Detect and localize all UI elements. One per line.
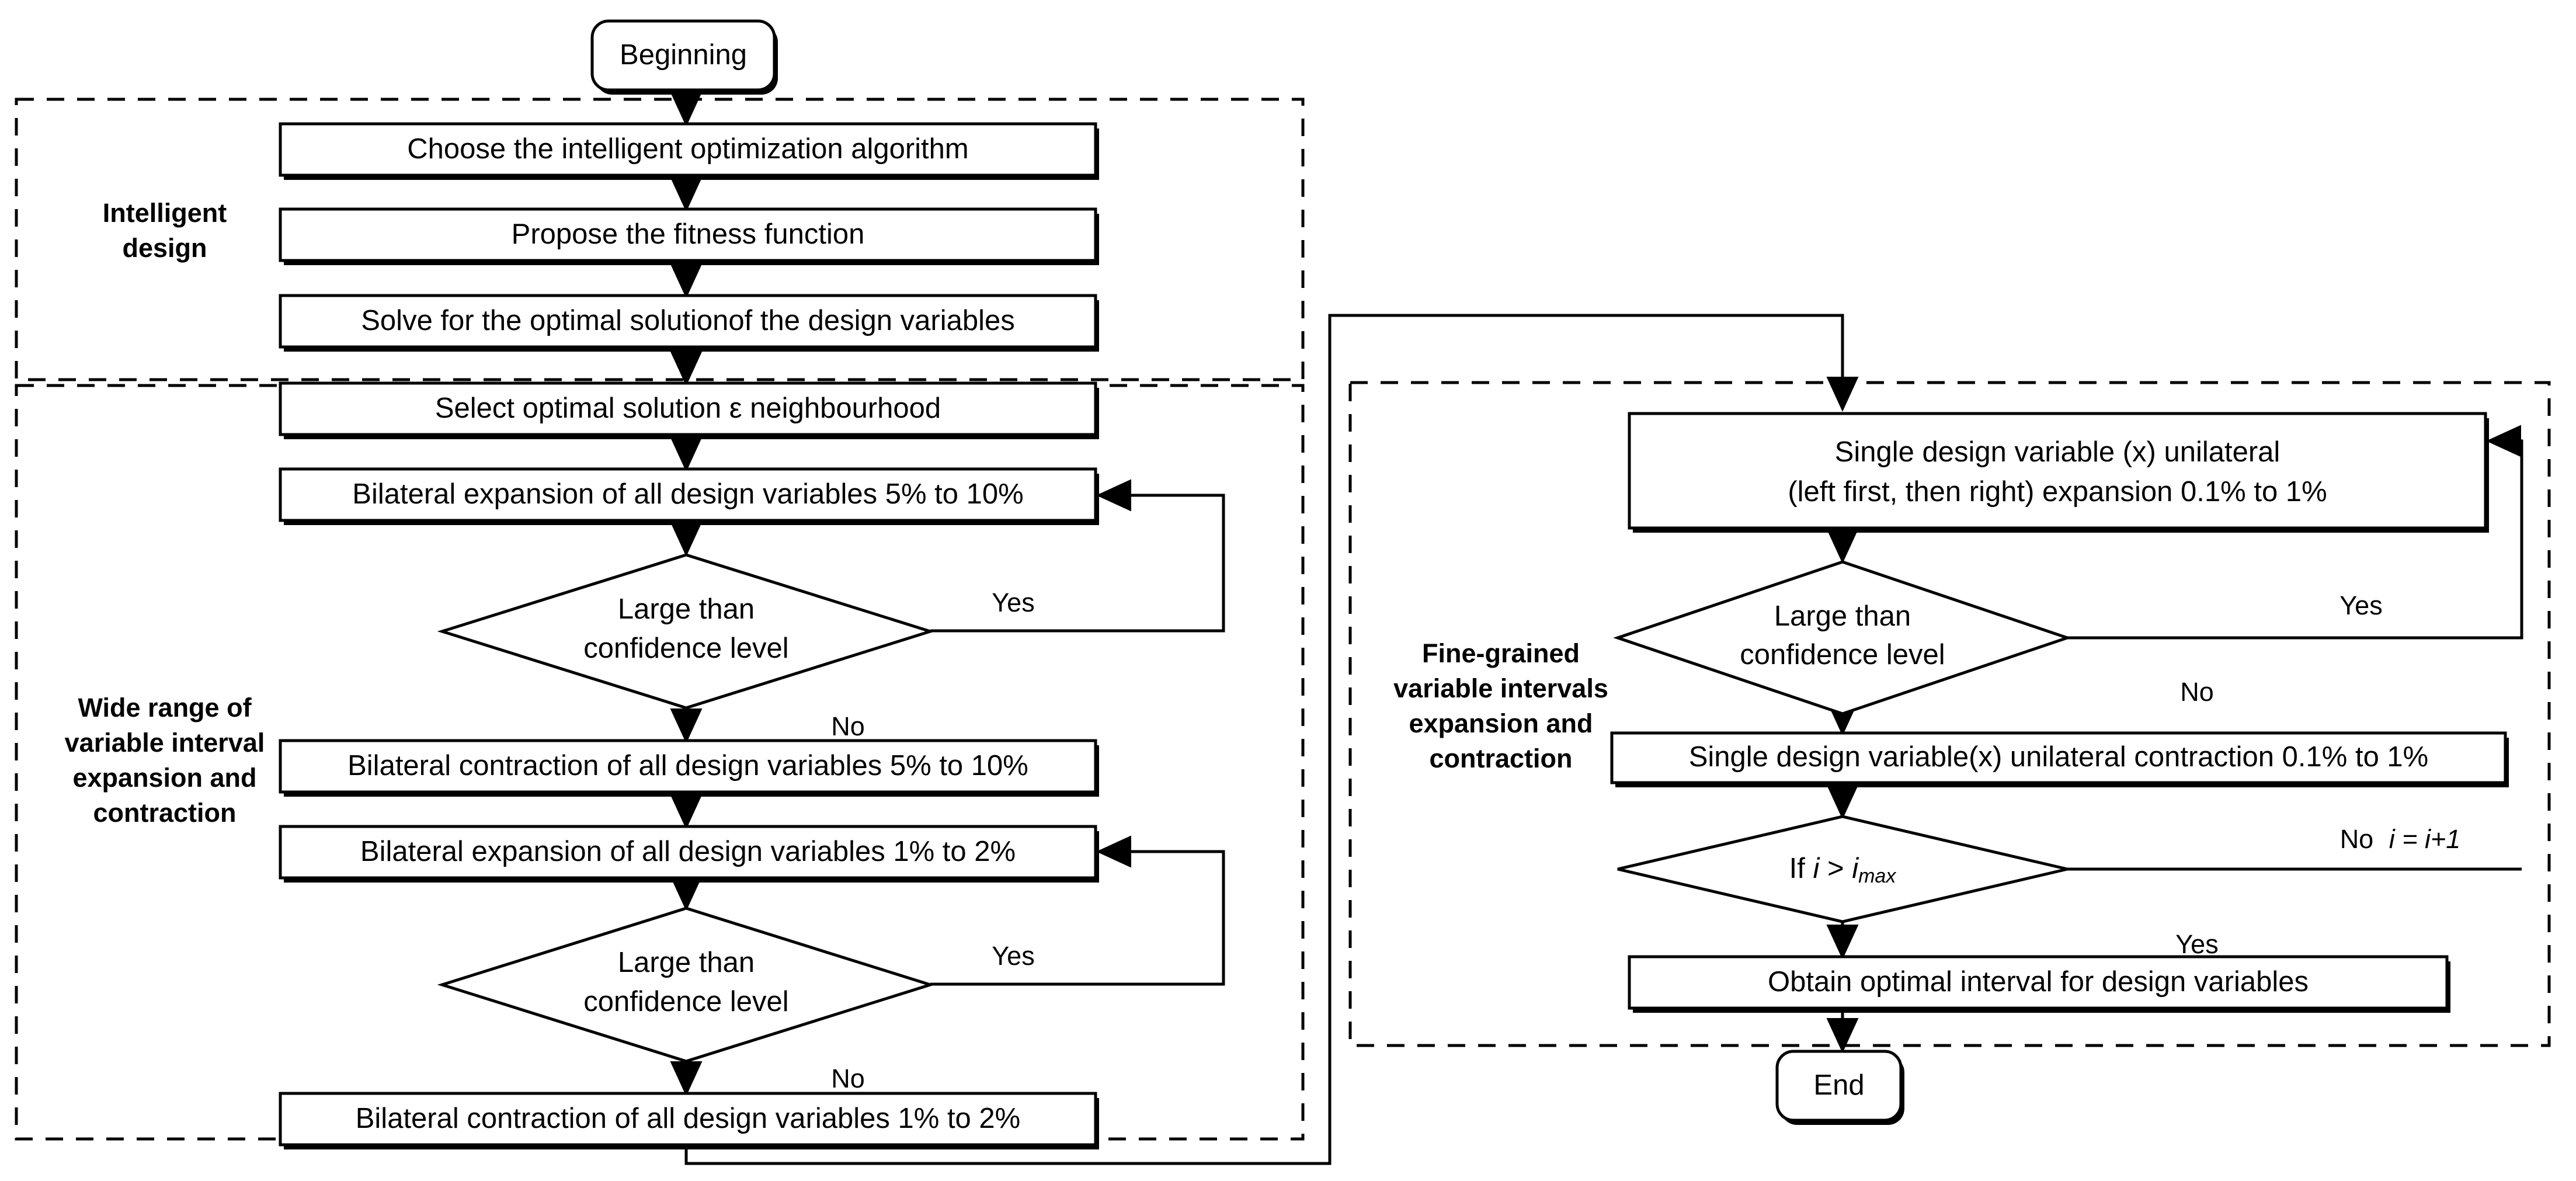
decision-imax-prefix: If [1789,853,1813,884]
node-end[interactable]: End [1775,1050,1904,1125]
group-fine-grained [1348,381,2551,1047]
node-select-neighbourhood-label: Select optimal solution ε neighbourhood [435,392,941,424]
node-end-label: End [1813,1069,1864,1101]
node-bilateral-expansion-5-10[interactable]: Bilateral expansion of all design variab… [279,467,1099,525]
node-bilateral-expansion-1-2[interactable]: Bilateral expansion of all design variab… [279,825,1099,883]
node-bilateral-contraction-5-10[interactable]: Bilateral contraction of all design vari… [279,739,1099,797]
node-obtain-interval[interactable]: Obtain optimal interval for design varia… [1628,955,2450,1013]
edge-label-no-3: No [2180,677,2214,707]
node-propose-fitness-label: Propose the fitness function [512,218,865,250]
group-label-wide-range-line2: variable interval [65,728,265,758]
node-solve-optimal-label: Solve for the optimal solutionof the des… [361,305,1015,336]
edge-decision3-yes-loop [2067,425,2523,640]
group-label-wide-range-line1: Wide range of [78,693,252,723]
node-bilateral-contraction-1-2-label: Bilateral contraction of all design vari… [356,1103,1021,1134]
node-decision-imax[interactable]: If i > imax [1617,815,2068,923]
node-obtain-interval-label: Obtain optimal interval for design varia… [1768,966,2309,998]
edge-label-no-1: No [831,711,865,741]
node-single-expansion-line2: (left first, then right) expansion 0.1% … [1788,476,2327,508]
group-label-fine-grained-line4: contraction [1429,744,1572,773]
node-solve-optimal[interactable]: Solve for the optimal solutionof the des… [279,294,1099,352]
edge-label-no-2: No [831,1064,865,1093]
node-bilateral-contraction-1-2[interactable]: Bilateral contraction of all design vari… [279,1092,1099,1149]
node-decision-imax-label: If i > imax [1789,853,1897,887]
node-decision-confidence-2[interactable]: Large than confidence level [437,906,936,1063]
group-label-fine-grained-line3: expansion and [1409,708,1593,738]
edge-label-yes-4: Yes [2175,929,2218,959]
node-decision-confidence-2-line2: confidence level [583,986,788,1017]
edge-label-no-increment: No i = i+1 [2340,824,2461,854]
node-decision-confidence-1-line1: Large than [618,593,755,625]
decision-imax-var1: i [1813,853,1820,884]
node-beginning[interactable]: Beginning [590,19,778,95]
node-bilateral-contraction-5-10-label: Bilateral contraction of all design vari… [347,750,1028,781]
node-choose-algorithm[interactable]: Choose the intelligent optimization algo… [279,122,1099,180]
node-propose-fitness[interactable]: Propose the fitness function [279,207,1099,265]
node-decision-confidence-3-line2: confidence level [1740,639,1945,671]
decision-imax-sub: max [1858,865,1896,887]
edge-label-yes-2: Yes [992,941,1034,971]
group-label-fine-grained-line1: Fine-grained [1422,638,1580,668]
edge-label-yes-1: Yes [992,588,1034,617]
node-single-contraction-label: Single design variable(x) unilateral con… [1689,741,2429,773]
group-label-wide-range-line4: contraction [93,798,236,828]
node-beginning-label: Beginning [620,39,747,71]
edge-decision2-yes-loop [930,835,1225,986]
node-decision-confidence-1-line2: confidence level [583,633,788,664]
no-increment-word: No [2340,824,2381,854]
group-label-wide-range: Wide range of variable interval expansio… [65,693,265,828]
edge-contraction12-to-single-expansion [684,314,1859,1165]
node-select-neighbourhood[interactable]: Select optimal solution ε neighbourhood [279,381,1099,439]
node-single-expansion-line1: Single design variable (x) unilateral [1835,436,2280,468]
edge-decision1-yes-loop [930,479,1225,633]
edge-label-yes-3: Yes [2339,590,2382,620]
node-choose-algorithm-label: Choose the intelligent optimization algo… [407,133,968,165]
group-label-fine-grained-line2: variable intervals [1393,673,1608,703]
node-decision-confidence-3[interactable]: Large than confidence level [1613,560,2072,715]
group-label-fine-grained: Fine-grained variable intervals expansio… [1393,638,1608,773]
node-bilateral-expansion-1-2-label: Bilateral expansion of all design variab… [360,836,1016,867]
node-bilateral-expansion-5-10-label: Bilateral expansion of all design variab… [352,478,1023,510]
group-intelligent-design [15,98,1305,381]
node-decision-confidence-2-line1: Large than [618,947,755,978]
node-decision-confidence-3-line1: Large than [1774,600,1911,632]
group-label-intelligent-design-line1: Intelligent [103,198,227,228]
node-single-expansion[interactable]: Single design variable (x) unilateral (l… [1628,412,2489,533]
group-label-intelligent-design-line2: design [122,233,207,263]
no-increment-expr: i = i+1 [2389,824,2461,854]
group-label-wide-range-line3: expansion and [72,763,256,793]
node-single-contraction[interactable]: Single design variable(x) unilateral con… [1610,731,2509,787]
decision-imax-var2: i [1852,853,1859,884]
group-label-intelligent-design: Intelligent design [103,198,227,263]
node-decision-confidence-1[interactable]: Large than confidence level [437,553,936,710]
